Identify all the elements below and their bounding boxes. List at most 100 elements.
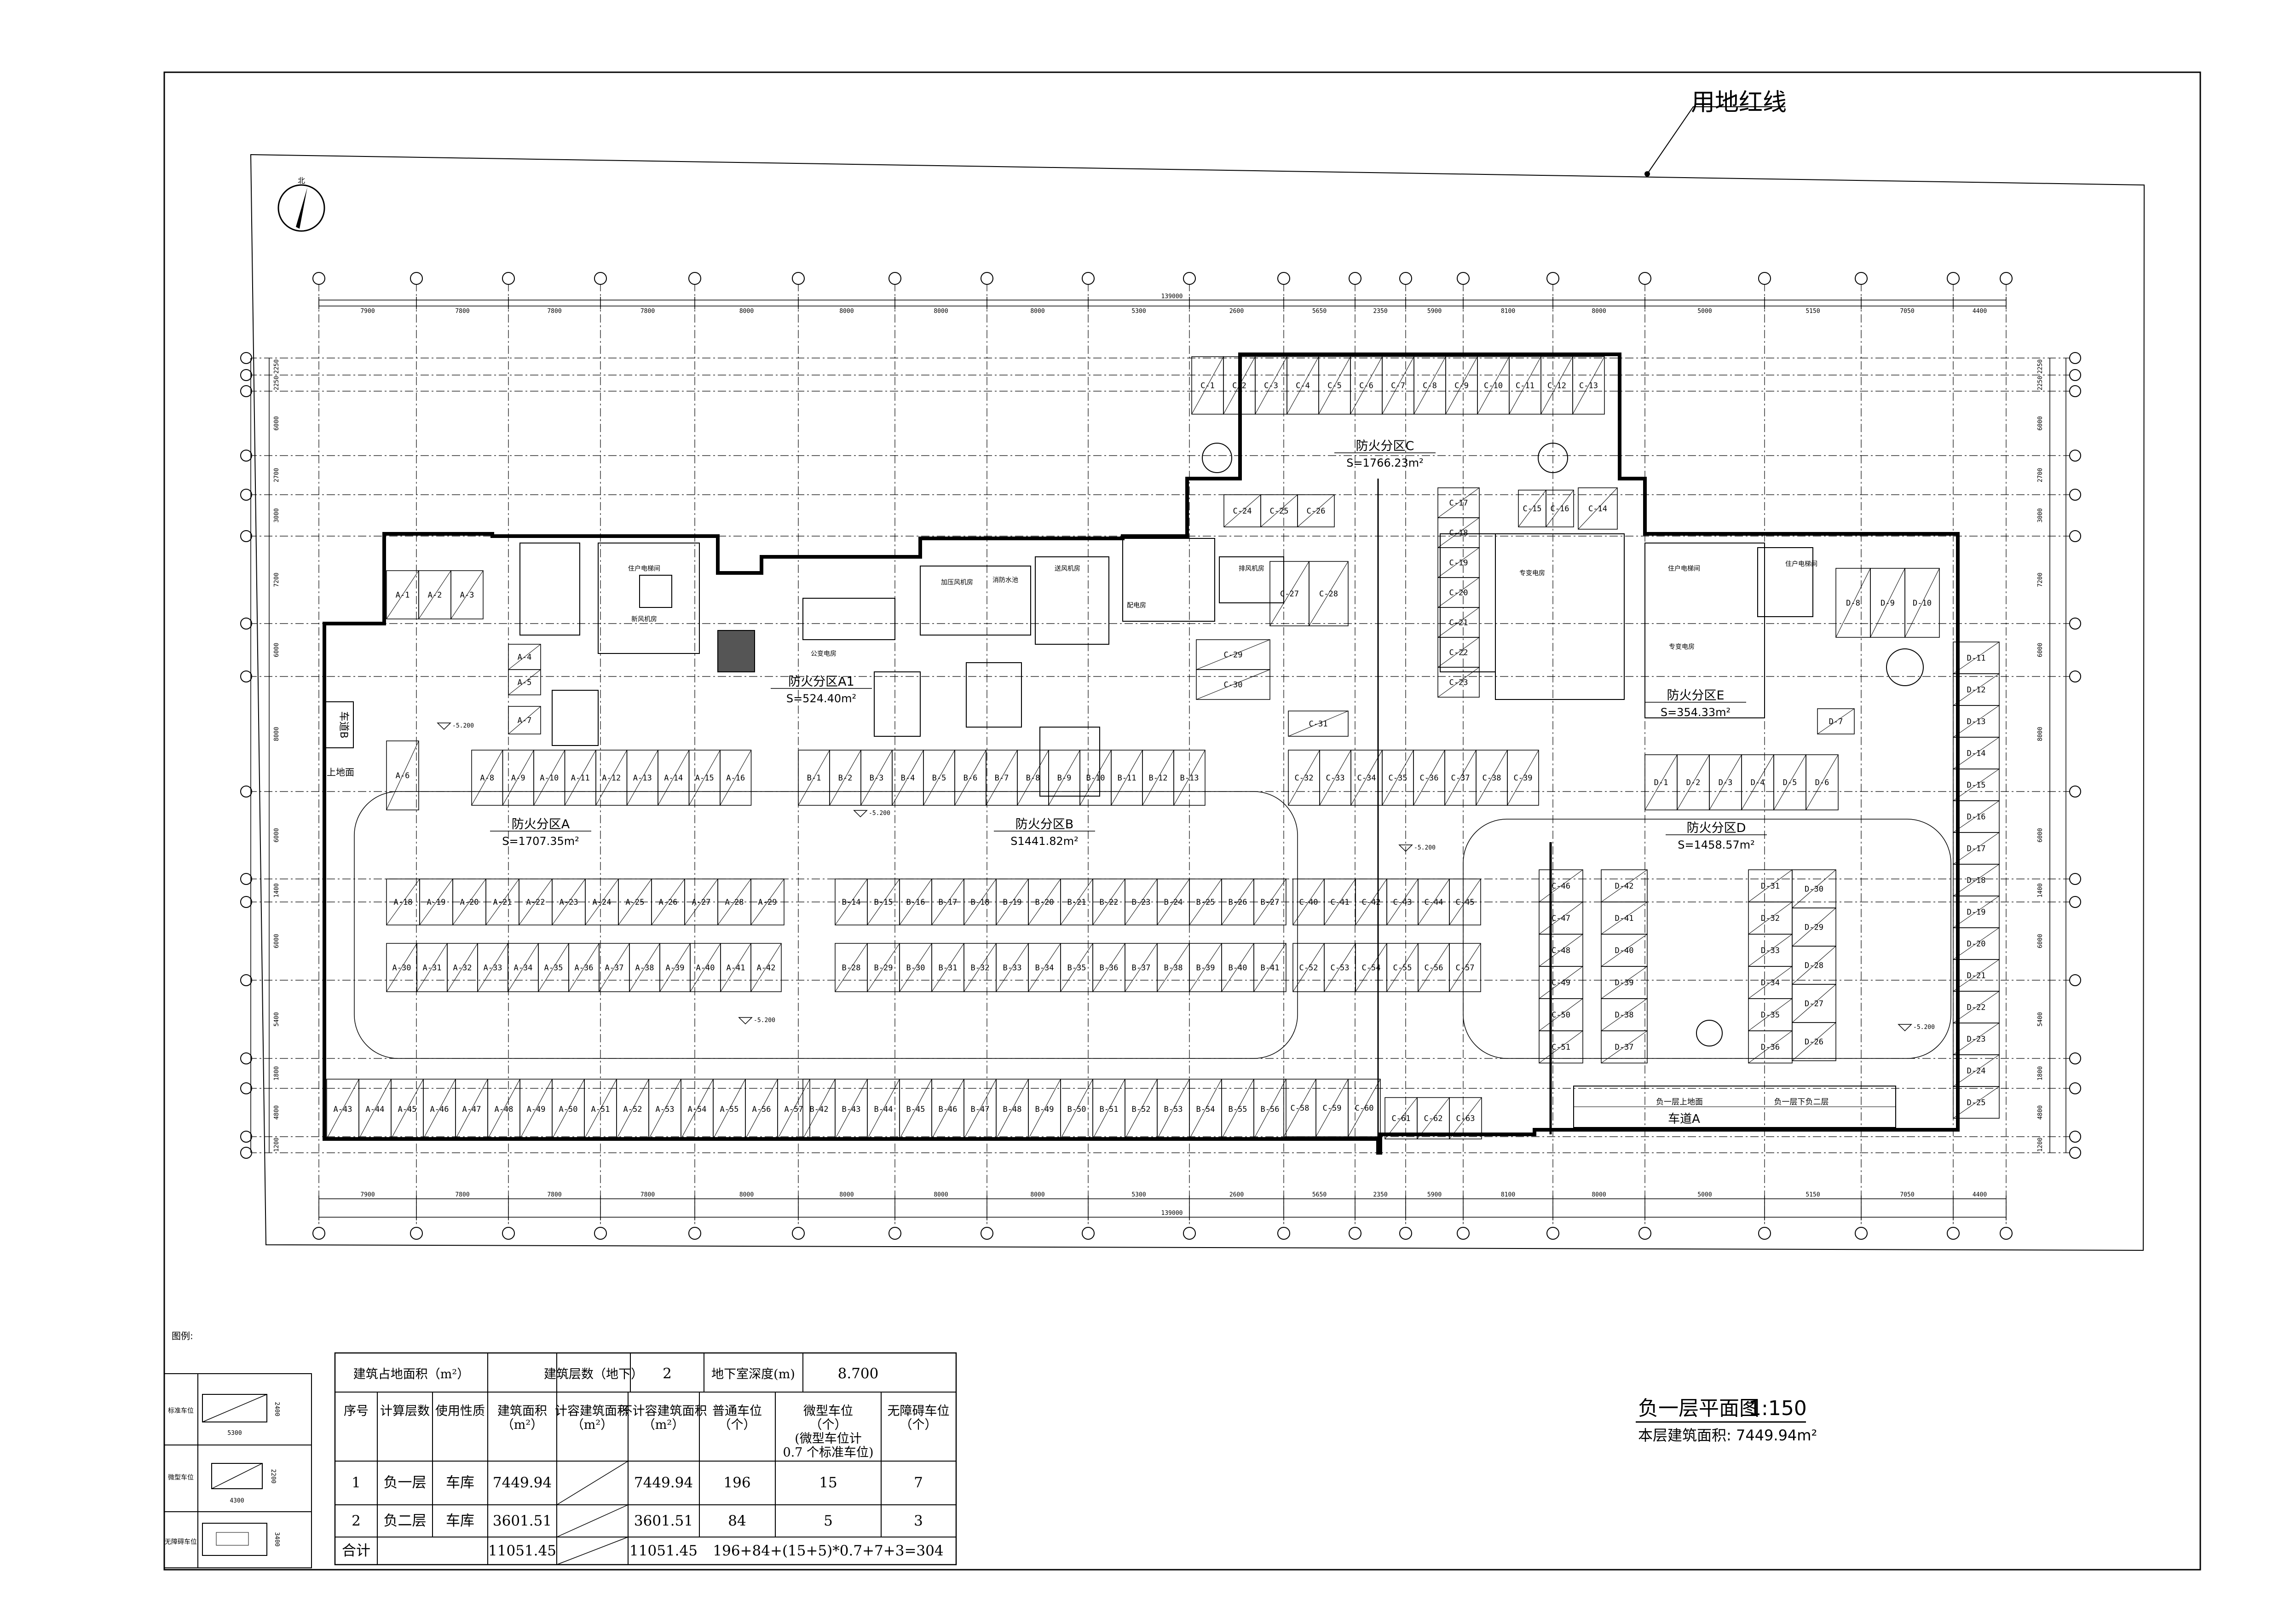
stall-label: B-44 xyxy=(874,1105,893,1114)
stall-label: A-26 xyxy=(659,898,678,907)
parking-stall: C-54 xyxy=(1355,943,1387,992)
stall-label: C-6 xyxy=(1359,381,1373,391)
parking-stall: A-29 xyxy=(750,878,785,925)
axis-bubble xyxy=(240,1082,252,1094)
parking-stall: D-20 xyxy=(1953,927,2000,960)
stall-label: D-39 xyxy=(1615,978,1634,988)
parking-stall: C-33 xyxy=(1319,750,1351,806)
parking-stall: B-8 xyxy=(1017,750,1049,806)
dimension-side-label: 2250 xyxy=(273,376,280,390)
table-column-header: 计算层数 xyxy=(380,1404,430,1418)
stall-label: B-50 xyxy=(1067,1105,1086,1114)
dimension-side-label: 3000 xyxy=(273,508,280,522)
table-cell: 负一层 xyxy=(384,1474,427,1491)
table-column-header: 0.7 个标准车位) xyxy=(783,1445,873,1460)
axis-bubble xyxy=(2069,786,2081,798)
axis-bubble xyxy=(2069,873,2081,885)
table-cell: 3601.51 xyxy=(634,1513,693,1529)
parking-stall: C-48 xyxy=(1539,934,1583,967)
dimension-side-label: 4800 xyxy=(273,1105,280,1120)
dimension-top-label: 2350 xyxy=(1373,308,1387,315)
stall-label: A-55 xyxy=(720,1105,739,1114)
stall-label: C-28 xyxy=(1319,589,1338,599)
fire-zone-labels: 防火分区AS=1707.35m²防火分区BS1441.82m²防火分区CS=17… xyxy=(490,439,1767,851)
dimension-top-label: 8000 xyxy=(839,308,854,315)
parking-stall: A-31 xyxy=(416,943,448,992)
stall-label: D-29 xyxy=(1805,923,1823,932)
stall-label: D-15 xyxy=(1967,781,1986,790)
parking-stall: B-3 xyxy=(860,750,893,806)
stall-label: A-25 xyxy=(626,898,645,907)
parking-stall: C-36 xyxy=(1413,750,1445,806)
dimension-top-label: 4400 xyxy=(1973,308,1987,315)
parking-stall: C-35 xyxy=(1382,750,1414,806)
stall-label: A-34 xyxy=(514,964,533,973)
table-column-header: （m²） xyxy=(643,1418,684,1432)
stall-label: C-56 xyxy=(1425,964,1443,973)
parking-stall: A-8 xyxy=(471,750,503,806)
floor-area-caption: 本层建筑面积: 7449.94m² xyxy=(1638,1427,1817,1444)
north-label: 北 xyxy=(298,176,305,185)
ramp-b-box xyxy=(325,701,354,748)
dimension-top-label: 5150 xyxy=(1806,308,1820,315)
stall-label: B-24 xyxy=(1164,898,1183,907)
dimension-side-label: 2250 xyxy=(2037,376,2044,390)
axis-bubble xyxy=(1457,272,1470,285)
parking-stall: C-57 xyxy=(1449,943,1481,992)
stall-label: C-9 xyxy=(1454,381,1469,391)
stall-label: B-55 xyxy=(1229,1105,1247,1114)
axis-bubble xyxy=(240,530,252,542)
stall-label: A-16 xyxy=(726,774,745,783)
stall-label: A-50 xyxy=(559,1105,578,1114)
stall-label: C-55 xyxy=(1393,964,1412,973)
fire-zone-area: S=524.40m² xyxy=(786,692,856,705)
stall-label: B-47 xyxy=(971,1105,990,1114)
parking-stall: C-45 xyxy=(1449,878,1481,925)
stall-label: B-39 xyxy=(1196,964,1215,973)
stall-label: D-9 xyxy=(1881,599,1895,608)
parking-stall: D-14 xyxy=(1953,737,2000,769)
parking-stall: B-42 xyxy=(802,1079,836,1139)
parking-stall: B-13 xyxy=(1173,750,1206,806)
parking-stall: C-18 xyxy=(1437,517,1480,548)
parking-stall: B-2 xyxy=(829,750,861,806)
parking-stall: C-56 xyxy=(1418,943,1450,992)
legend-title: 图例: xyxy=(172,1330,193,1341)
service-cores xyxy=(519,533,1813,797)
parking-stall: A-26 xyxy=(651,878,685,925)
stall-label: C-17 xyxy=(1449,499,1468,508)
parking-stall: B-22 xyxy=(1092,878,1125,925)
parking-stall: D-6 xyxy=(1806,754,1839,810)
axis-bubble xyxy=(2069,618,2081,630)
axis-bubble xyxy=(2069,489,2081,501)
fire-zone-area: S=1766.23m² xyxy=(1346,457,1424,469)
dimension-side-label: 4800 xyxy=(2037,1105,2044,1120)
parking-stall: C-25 xyxy=(1260,494,1298,527)
stall-label: C-33 xyxy=(1326,774,1345,783)
parking-stall: A-33 xyxy=(477,943,508,992)
axis-bubble xyxy=(981,1227,993,1240)
axis-bubble xyxy=(1082,272,1095,285)
elevation-marker-icon xyxy=(1398,844,1413,852)
axis-grid-horizontal xyxy=(248,358,2071,1153)
parking-stall: A-54 xyxy=(681,1079,714,1139)
dimension-top-label: 7800 xyxy=(640,308,655,315)
table-column-header: 序号 xyxy=(344,1404,369,1418)
parking-stall: D-24 xyxy=(1953,1054,2000,1087)
parking-stall: B-11 xyxy=(1111,750,1143,806)
stall-label: D-23 xyxy=(1967,1035,1986,1044)
axis-bubble xyxy=(240,352,252,364)
stall-label: A-10 xyxy=(540,774,559,783)
parking-stall: A-14 xyxy=(658,750,690,806)
parking-stall: C-44 xyxy=(1418,878,1450,925)
room-label: 公变电房 xyxy=(811,650,836,658)
parking-stall: A-57 xyxy=(777,1079,810,1139)
parking-stall: C-27 xyxy=(1269,561,1310,626)
axis-bubble xyxy=(240,670,252,682)
parking-stall: D-31 xyxy=(1748,869,1793,902)
stall-label: A-57 xyxy=(785,1105,803,1114)
parking-stall: B-51 xyxy=(1092,1079,1125,1139)
stall-label: D-2 xyxy=(1686,778,1701,787)
stall-label: C-45 xyxy=(1456,898,1475,907)
dimension-bottom-label: 8000 xyxy=(839,1191,854,1198)
